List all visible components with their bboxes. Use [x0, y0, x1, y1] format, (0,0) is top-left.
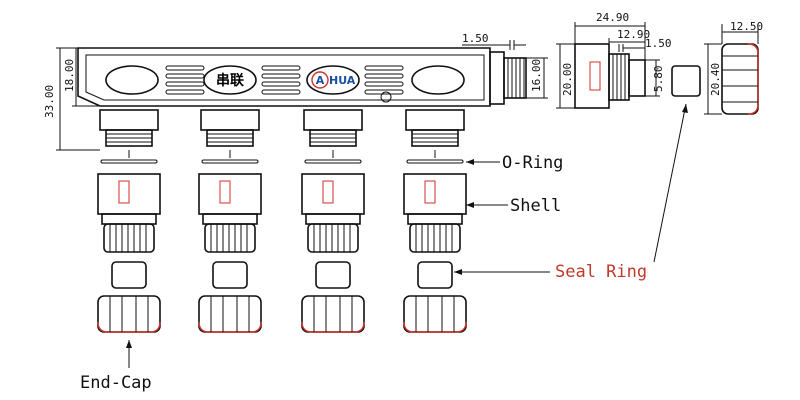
dim-cap-width: 12.50	[730, 20, 763, 33]
brand-name-cn: 串联	[216, 72, 245, 89]
dim-thread-dia: 16.00	[530, 59, 543, 92]
label-end-cap: End-Cap	[80, 373, 152, 393]
branch-2	[198, 109, 262, 333]
dim-thread-len: 1.50	[462, 32, 489, 45]
left-dimensions: 33.00 18.00	[43, 47, 100, 151]
callout-shell: Shell	[466, 196, 561, 216]
dim-side-inner: 12.90	[617, 28, 650, 41]
branch-4	[403, 109, 467, 333]
callout-end-cap: End-Cap	[80, 340, 152, 393]
dim-side-gap: 1.50	[645, 37, 672, 50]
dim-side-width: 24.90	[596, 11, 629, 24]
branch-3	[301, 109, 365, 333]
dim-side-nut: 5.80	[652, 66, 665, 93]
side-end-cap: 12.50 20.40	[704, 20, 763, 115]
brand-logo-text: HUA	[329, 74, 356, 87]
label-shell: Shell	[510, 196, 561, 216]
body-outlet-thread	[489, 51, 527, 105]
dim-cap-height: 20.40	[709, 63, 722, 96]
branch-1	[97, 109, 161, 333]
label-o-ring: O-Ring	[502, 153, 563, 173]
callout-seal-ring: Seal Ring	[454, 103, 688, 282]
brand-logo: A HUA	[311, 71, 356, 89]
dim-height-body: 18.00	[63, 59, 76, 92]
dim-side-height: 20.00	[561, 63, 574, 96]
distribution-body: 串联 A HUA	[77, 47, 491, 107]
callout-o-ring: O-Ring	[466, 153, 563, 173]
side-connector: 24.90 12.90 1.50 20.00 5.80	[556, 11, 672, 109]
label-seal-ring: Seal Ring	[555, 262, 647, 282]
side-seal-ring	[671, 65, 701, 97]
brand-logo-mark: A	[316, 74, 325, 87]
outlet-dimensions: 1.50 16.00	[462, 32, 548, 99]
dim-height-total: 33.00	[43, 85, 56, 118]
